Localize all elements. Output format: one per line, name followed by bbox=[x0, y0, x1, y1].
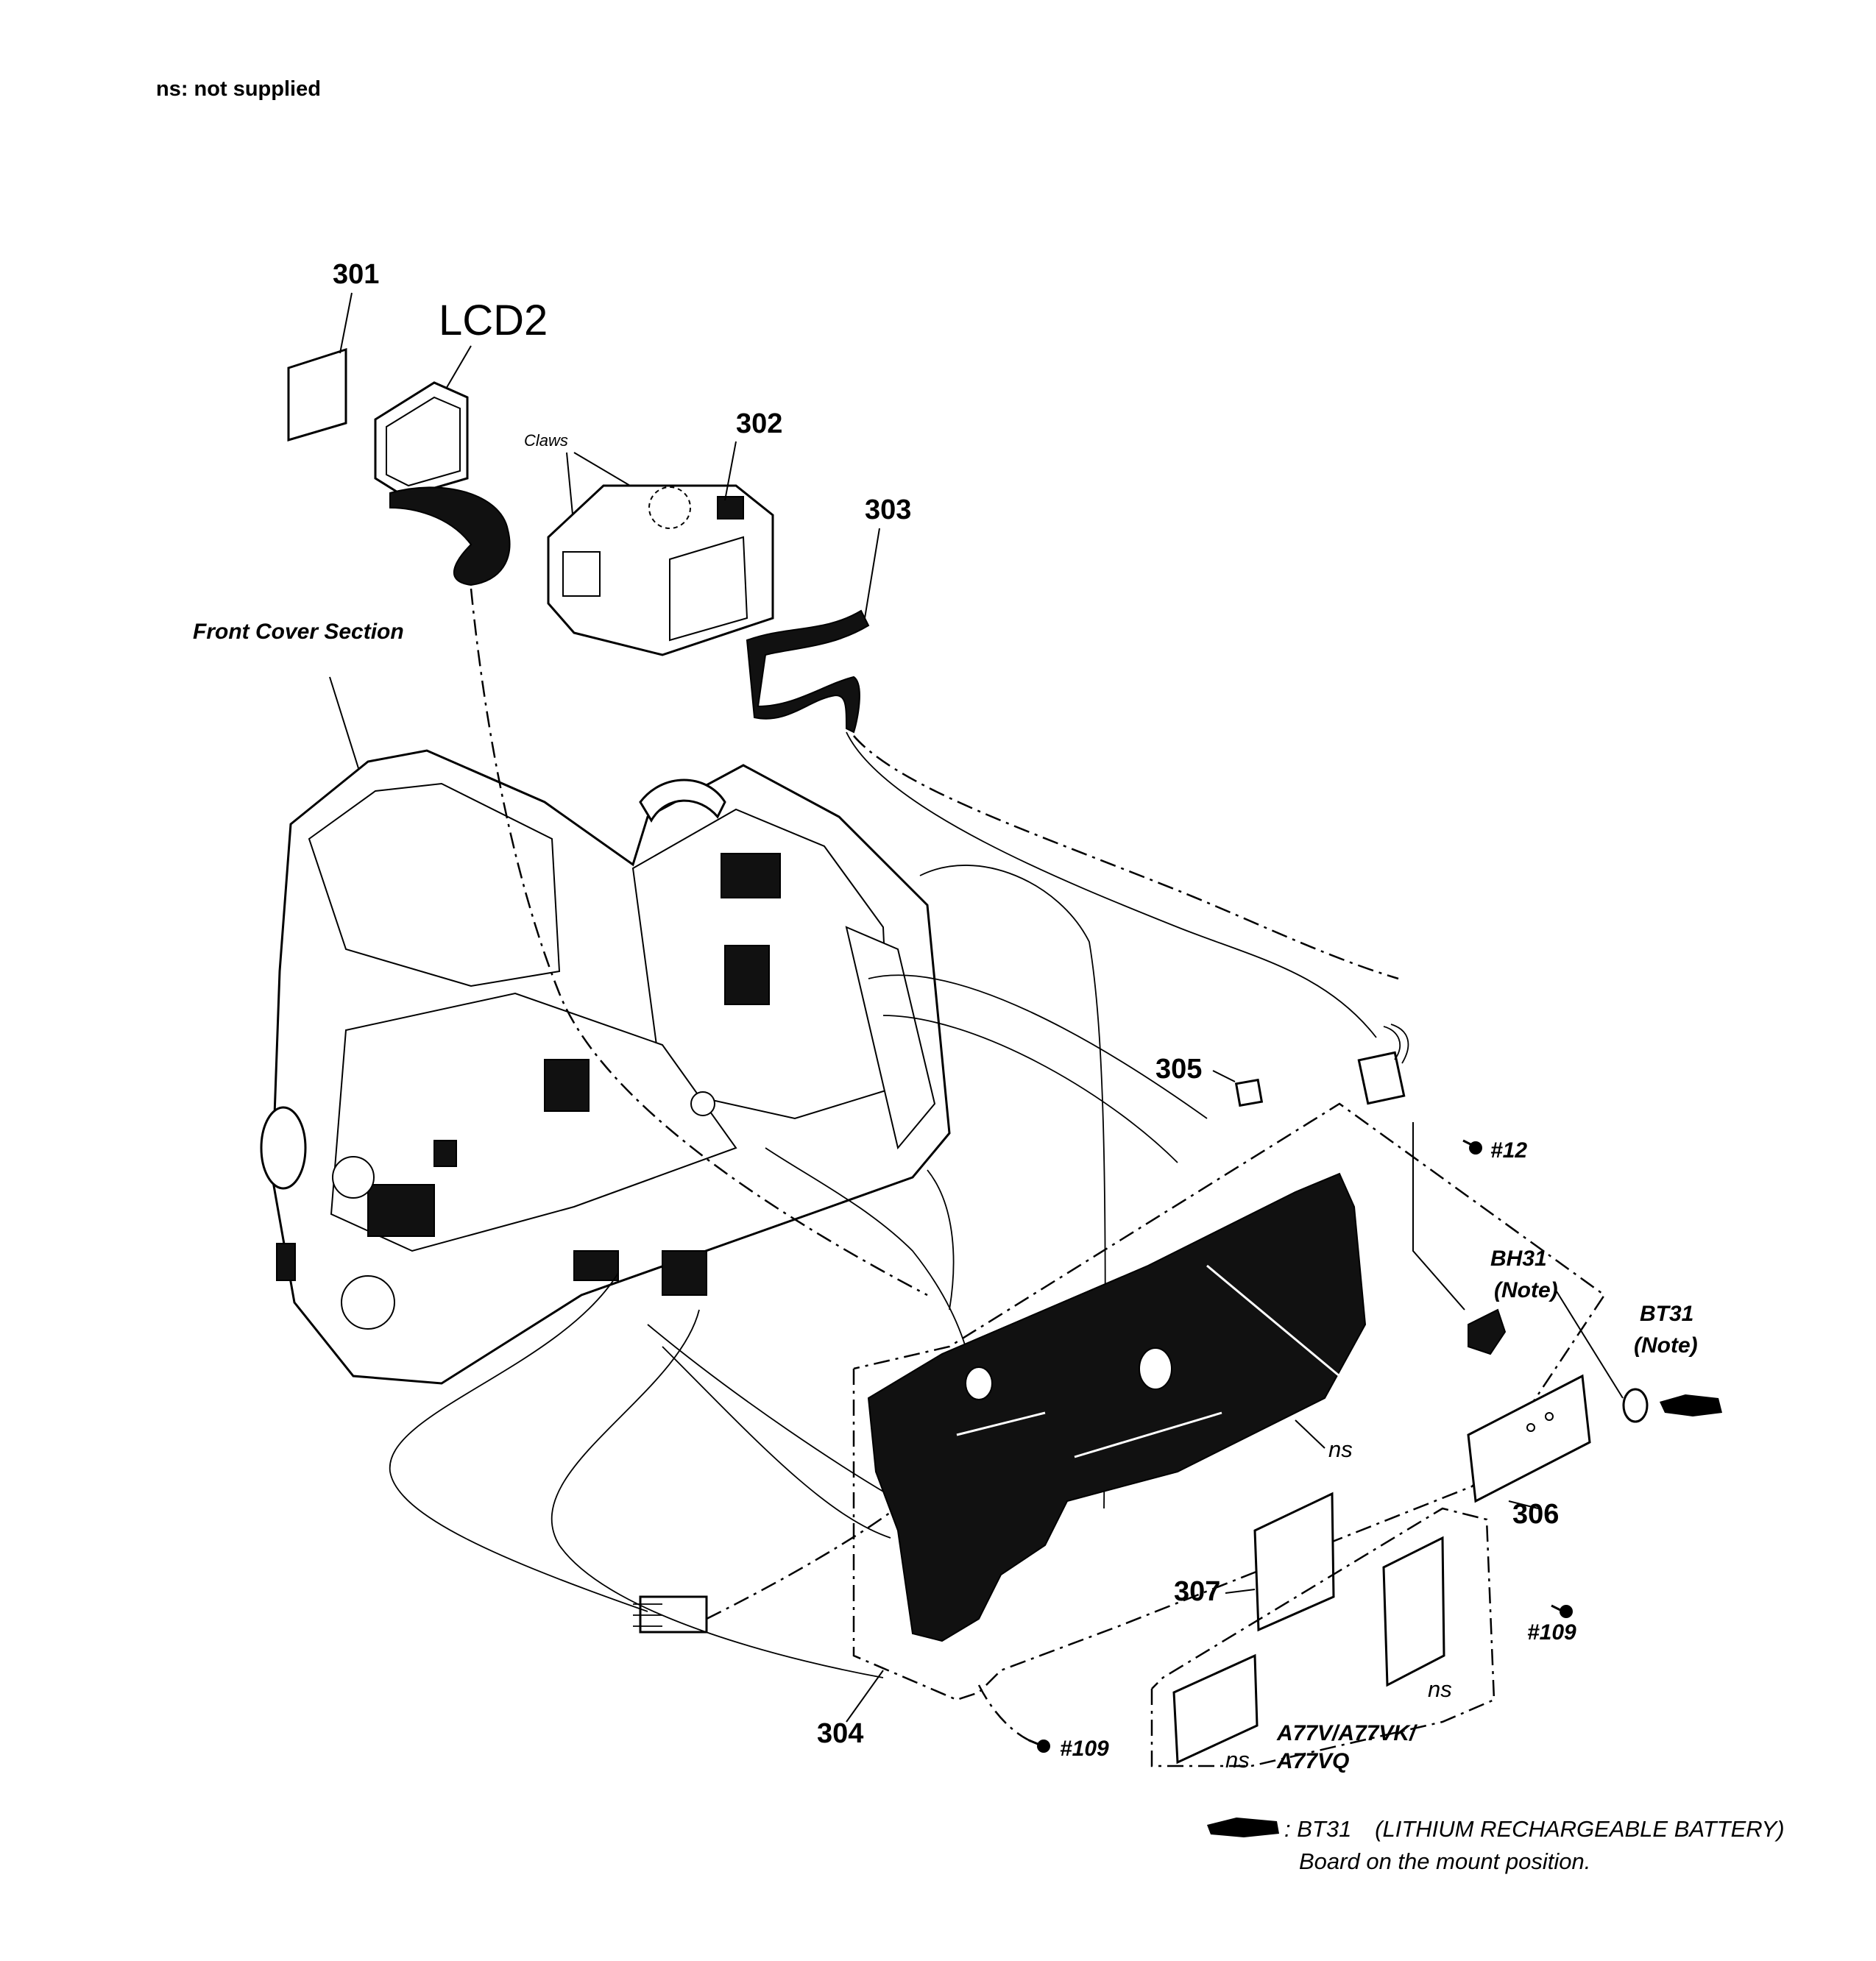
label-307: 307 bbox=[1174, 1576, 1220, 1607]
label-front-cover: Front Cover Section bbox=[193, 620, 404, 644]
connector-lower-left bbox=[633, 1595, 708, 1634]
label-screw-109-bottom: #109 bbox=[1060, 1737, 1109, 1761]
header-note: ns: not supplied bbox=[156, 77, 321, 101]
part-variant-card-right bbox=[1382, 1536, 1445, 1687]
part-bh31-holder bbox=[1468, 1308, 1507, 1355]
part-variant-card-left bbox=[1172, 1653, 1259, 1765]
board-boundary bbox=[852, 1102, 1606, 1701]
label-bt31: BT31 bbox=[1640, 1302, 1693, 1326]
label-claws: Claws bbox=[524, 431, 568, 450]
variant-boundary bbox=[1150, 1507, 1496, 1767]
label-model-line1: A77V/A77VK/ bbox=[1276, 1721, 1417, 1745]
label-302: 302 bbox=[736, 408, 782, 439]
part-lcd2 bbox=[374, 381, 511, 586]
part-307-card bbox=[1253, 1492, 1335, 1632]
label-304: 304 bbox=[817, 1718, 863, 1749]
label-bt31-note: (Note) bbox=[1634, 1333, 1698, 1358]
battery-pointer-icon bbox=[1207, 1818, 1279, 1837]
label-screw-12: #12 bbox=[1490, 1138, 1527, 1163]
label-303: 303 bbox=[865, 494, 911, 525]
label-305: 305 bbox=[1155, 1054, 1202, 1085]
screw-icon bbox=[1551, 1604, 1573, 1618]
label-301: 301 bbox=[333, 259, 379, 290]
label-lcd2: LCD2 bbox=[439, 297, 548, 344]
part-304-main-board bbox=[867, 1172, 1367, 1642]
camera-body-section bbox=[260, 749, 951, 1385]
screw-icon bbox=[1028, 1739, 1050, 1753]
routing-lines bbox=[389, 588, 1399, 1678]
footnote-line2: Board on the mount position. bbox=[1299, 1848, 1590, 1874]
part-306-card bbox=[1467, 1374, 1591, 1503]
label-bh31-note: (Note) bbox=[1494, 1278, 1558, 1302]
part-302-viewfinder bbox=[547, 484, 774, 656]
part-bt31-battery bbox=[1622, 1388, 1649, 1423]
part-305-chip bbox=[1234, 1078, 1264, 1107]
label-bh31: BH31 bbox=[1490, 1247, 1547, 1271]
connector-upper-right bbox=[1357, 1024, 1409, 1105]
screw-icon bbox=[1462, 1139, 1482, 1155]
label-ns-left: ns bbox=[1225, 1747, 1250, 1773]
label-ns-board: ns bbox=[1328, 1436, 1353, 1462]
label-ns-right: ns bbox=[1428, 1676, 1452, 1702]
part-303-flex bbox=[746, 609, 870, 734]
label-model-line2: A77VQ bbox=[1276, 1749, 1349, 1773]
label-screw-109-right: #109 bbox=[1527, 1620, 1576, 1645]
footnote-line1: : BT31  (LITHIUM RECHARGEABLE BATTERY) bbox=[1284, 1816, 1785, 1842]
battery-pointer-icon bbox=[1660, 1394, 1722, 1416]
part-301-plate bbox=[287, 347, 347, 442]
